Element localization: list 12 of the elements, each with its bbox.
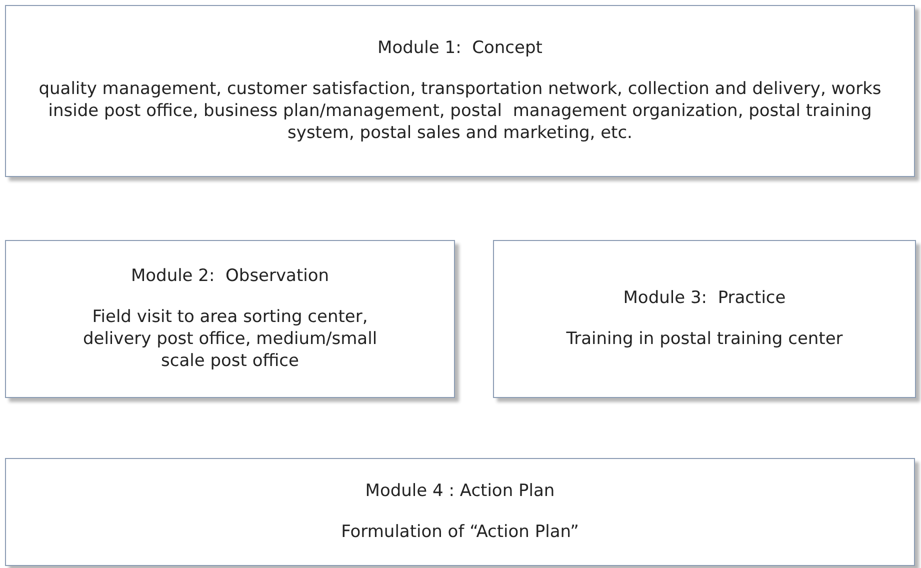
module-description: Field visit to area sorting center, delivery post office, medium/small scale post office [82, 306, 378, 372]
module-box [5, 5, 915, 177]
module-heading: Module 2: Observation [130, 266, 330, 286]
module-box [493, 240, 916, 398]
module-description: quality management, customer satisfaction, transportation network, collection and delivery, works inside post office, business plan/management, postal management organization, postal training system, postal sales and marketing, etc. [38, 78, 882, 144]
module-description: Training in postal training center [566, 328, 843, 350]
module-heading: Module 4 : Action Plan [365, 480, 555, 501]
module-description: Formulation of “Action Plan” [341, 520, 579, 544]
module-box [5, 240, 455, 398]
module-box [5, 458, 915, 566]
module-heading: Module 3: Practice [623, 288, 786, 308]
module-heading: Module 1: Concept [378, 38, 542, 58]
